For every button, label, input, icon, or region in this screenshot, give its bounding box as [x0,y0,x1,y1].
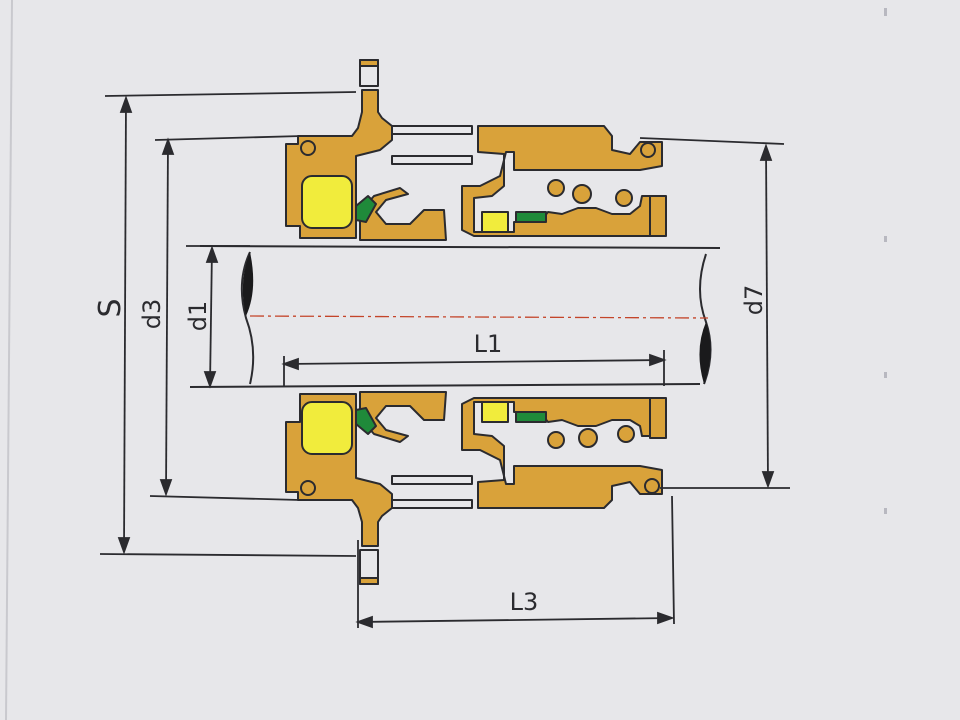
o-ring [300,140,316,156]
s-dimension-line [123,97,127,553]
spring [547,431,565,449]
l3-dimension-line [357,617,673,623]
page-edge [5,0,13,720]
elastomer-upper-rot [515,211,547,223]
elastomer-lower-rot [515,411,547,423]
rotating-face-lower [481,401,509,423]
label-l3: L3 [510,588,539,616]
d7-dimension-line [765,145,769,487]
label-d1: d1 [184,301,212,332]
shaft-break-left [242,252,254,316]
elastomer-lower [355,407,377,435]
spring [615,189,633,207]
dimensions [99,91,790,629]
rotating-housing-lower [461,397,665,509]
seal-upper-half [285,59,667,241]
o-ring [300,480,316,496]
rotating-face-upper [481,211,509,233]
label-d3: d3 [138,299,166,330]
seat-holder-lower [359,391,447,443]
label-d7: d7 [740,285,768,316]
stationary-seat-lower [301,401,353,455]
d3-dimension-line [165,139,169,495]
shaft-break-right [699,322,711,384]
spring [617,425,635,443]
spring [547,179,565,197]
d1-dimension-line [209,247,213,387]
elastomer-upper [355,195,377,223]
margin-marks [884,8,887,514]
seal-lower-half [285,391,667,585]
spring [578,428,598,448]
shaft [189,245,721,388]
stationary-seat-upper [301,175,353,229]
label-s: S [93,298,128,317]
spring [572,184,592,204]
seat-holder-upper [359,187,447,241]
l1-dimension-line [283,359,665,365]
centerline [249,315,709,319]
label-l1: L1 [474,330,503,358]
